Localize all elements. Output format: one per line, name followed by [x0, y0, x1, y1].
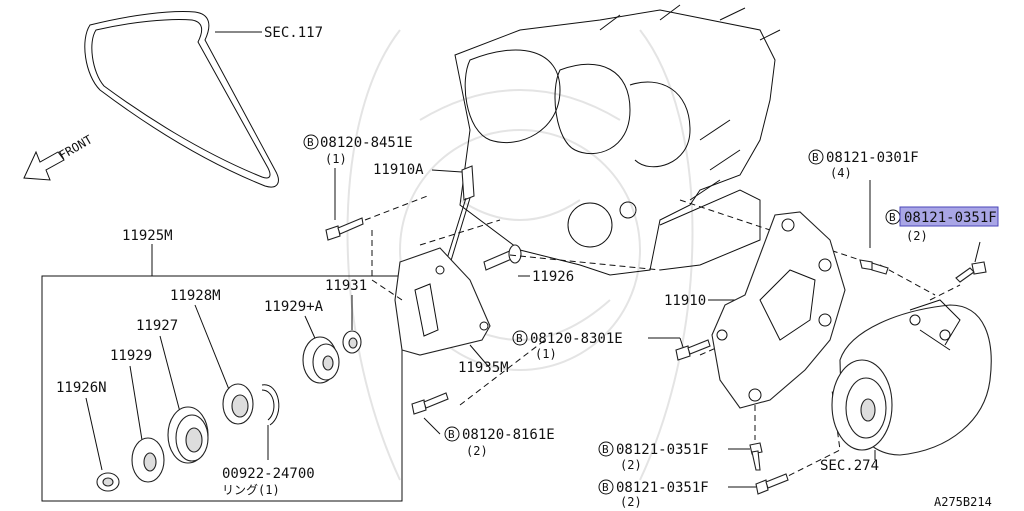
label-11927: 11927: [136, 318, 178, 334]
part-11931-spacer: [342, 330, 362, 354]
drive-belt: [84, 11, 279, 188]
label-00922-24700: 00922-24700: [222, 466, 315, 482]
label-front: FRONT: [57, 132, 95, 162]
bolt-08121-0351f-top: [955, 261, 987, 283]
part-11926n-nut: [96, 472, 120, 492]
label-11929: 11929: [110, 348, 152, 364]
label-11925m: 11925M: [122, 228, 173, 244]
part-11910-bracket: [711, 211, 846, 409]
bolt-08121-0351f-bottom: [755, 473, 789, 495]
front-arrow-icon: [23, 150, 65, 181]
label-08121-0351f-mid: 08121-0351F: [616, 442, 709, 458]
bolt-08120-8451e: [325, 217, 364, 241]
label-08120-8161e: 08120-8161E: [462, 427, 555, 443]
compressor-sec274: [831, 299, 992, 456]
label-08121-0351f-highlighted[interactable]: 08121-0351F: [904, 210, 997, 226]
bolt-08120-8161e: [411, 392, 449, 415]
label-08120-8451e-qty: (1): [325, 152, 347, 166]
label-sec274: SEC.274: [820, 458, 879, 474]
label-08121-0351f-highlighted-qty: (2): [906, 229, 928, 243]
label-08121-0351f-bottom-qty: (2): [620, 495, 642, 509]
label-08120-8161e-qty: (2): [466, 444, 488, 458]
bolt-08121-0351f-mid: [749, 442, 763, 471]
label-08120-8301e-qty: (1): [535, 347, 557, 361]
label-08121-0301f-qty: (4): [830, 166, 852, 180]
bolt-08120-8301e: [675, 339, 711, 361]
label-11935m: 11935M: [458, 360, 509, 376]
part-snap-ring: [261, 384, 280, 426]
label-sec117: SEC.117: [264, 25, 323, 41]
bolt-mark-b3: B: [889, 211, 896, 224]
label-08120-8451e: 08120-8451E: [320, 135, 413, 151]
engine-block: [454, 4, 781, 276]
label-11926: 11926: [532, 269, 574, 285]
label-reference-code: A275B214: [934, 495, 992, 509]
part-11929a-idler: [302, 336, 340, 384]
label-11931: 11931: [325, 278, 367, 294]
bolt-mark-b5: B: [448, 428, 455, 441]
bolt-08121-0301f: [859, 259, 889, 275]
bolt-mark-b7: B: [602, 481, 609, 494]
bolt-mark-b6: B: [602, 443, 609, 456]
label-11910a: 11910A: [373, 162, 424, 178]
label-11929a: 11929+A: [264, 299, 324, 315]
label-08121-0351f-mid-qty: (2): [620, 458, 642, 472]
highlight-08121-0351f[interactable]: [899, 206, 999, 227]
bolt-mark-b4: B: [516, 332, 523, 345]
label-11910: 11910: [664, 293, 706, 309]
bolt-mark-b2: B: [812, 151, 819, 164]
watermark-emblem: [346, 29, 694, 481]
label-08121-0301f: 08121-0301F: [826, 150, 919, 166]
label-08121-0351f-bottom: 08121-0351F: [616, 480, 709, 496]
part-11927-pulley: [167, 406, 209, 464]
part-11928m-bearing: [222, 383, 254, 425]
part-11910a-stud: [445, 165, 475, 265]
part-11929-washer: [131, 437, 165, 483]
part-11935m-bracket: [394, 247, 491, 356]
label-11928m: 11928M: [170, 288, 221, 304]
label-ring-qty: リング(1): [222, 483, 280, 497]
label-11926n: 11926N: [56, 380, 107, 396]
inset-frame: [41, 275, 403, 502]
part-11926-bolt: [483, 244, 522, 271]
label-08120-8301e: 08120-8301E: [530, 331, 623, 347]
bolt-mark-b1: B: [307, 136, 314, 149]
